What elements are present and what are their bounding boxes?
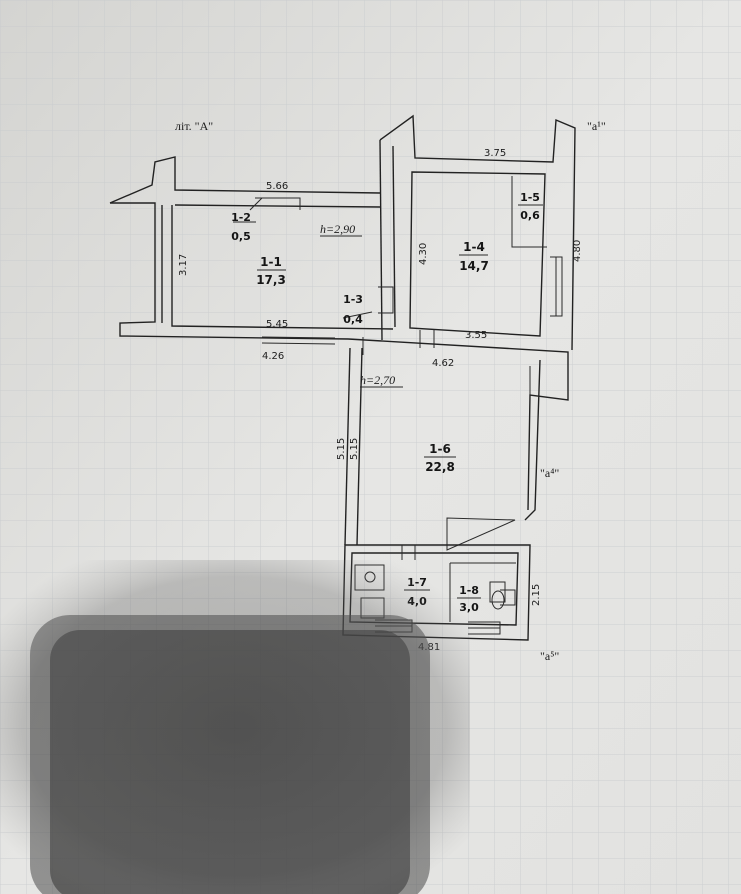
room-1-4-area: 14,7 xyxy=(459,259,489,273)
room-1-4-id: 1-4 xyxy=(463,240,485,254)
dim-5-45: 5.45 xyxy=(266,319,288,330)
dim-4-62: 4.62 xyxy=(432,358,454,369)
dim-4-30: 4.30 xyxy=(418,243,429,265)
room-1-5-id: 1-5 xyxy=(520,191,540,204)
room-1-3-area: 0,4 xyxy=(343,313,363,326)
dim-3-17: 3.17 xyxy=(178,254,189,276)
dim-5-66: 5.66 xyxy=(266,181,288,192)
room-1-2-area: 0,5 xyxy=(231,230,251,243)
room-1-3-id: 1-3 xyxy=(343,293,363,306)
label-a1: "а¹" xyxy=(587,119,606,133)
dim-2-15: 2.15 xyxy=(531,584,542,606)
photo-shadow xyxy=(0,560,470,894)
room-1-2-id: 1-2 xyxy=(231,211,251,224)
label-a5: "а⁵" xyxy=(540,649,559,663)
height-label-upper: h=2,90 xyxy=(320,222,355,236)
label-a4: "а⁴" xyxy=(540,466,559,480)
dim-5-15-inner: 5.15 xyxy=(349,438,360,460)
dim-3-75: 3.75 xyxy=(484,148,506,159)
room-labels: 1-1 17,3 1-2 0,5 1-3 0,4 1-4 14,7 1-5 0,… xyxy=(231,191,543,614)
room-1-6-id: 1-6 xyxy=(429,442,451,456)
room-1-6-area: 22,8 xyxy=(425,460,455,474)
room-1-1-id: 1-1 xyxy=(260,255,282,269)
dim-4-80: 4.80 xyxy=(572,240,583,262)
dim-3-55: 3.55 xyxy=(465,330,487,341)
dim-4-26: 4.26 xyxy=(262,351,284,362)
building-labels: літ. "А" "а¹" "а⁴" "а⁵" xyxy=(175,119,606,663)
room-1-5-area: 0,6 xyxy=(520,209,540,222)
dim-5-15-outer: 5.15 xyxy=(336,438,347,460)
height-label-lower: h=2,70 xyxy=(360,373,395,387)
label-lit-a: літ. "А" xyxy=(175,119,213,133)
height-labels: h=2,90 h=2,70 xyxy=(320,222,403,388)
room-1-1-area: 17,3 xyxy=(256,273,286,287)
